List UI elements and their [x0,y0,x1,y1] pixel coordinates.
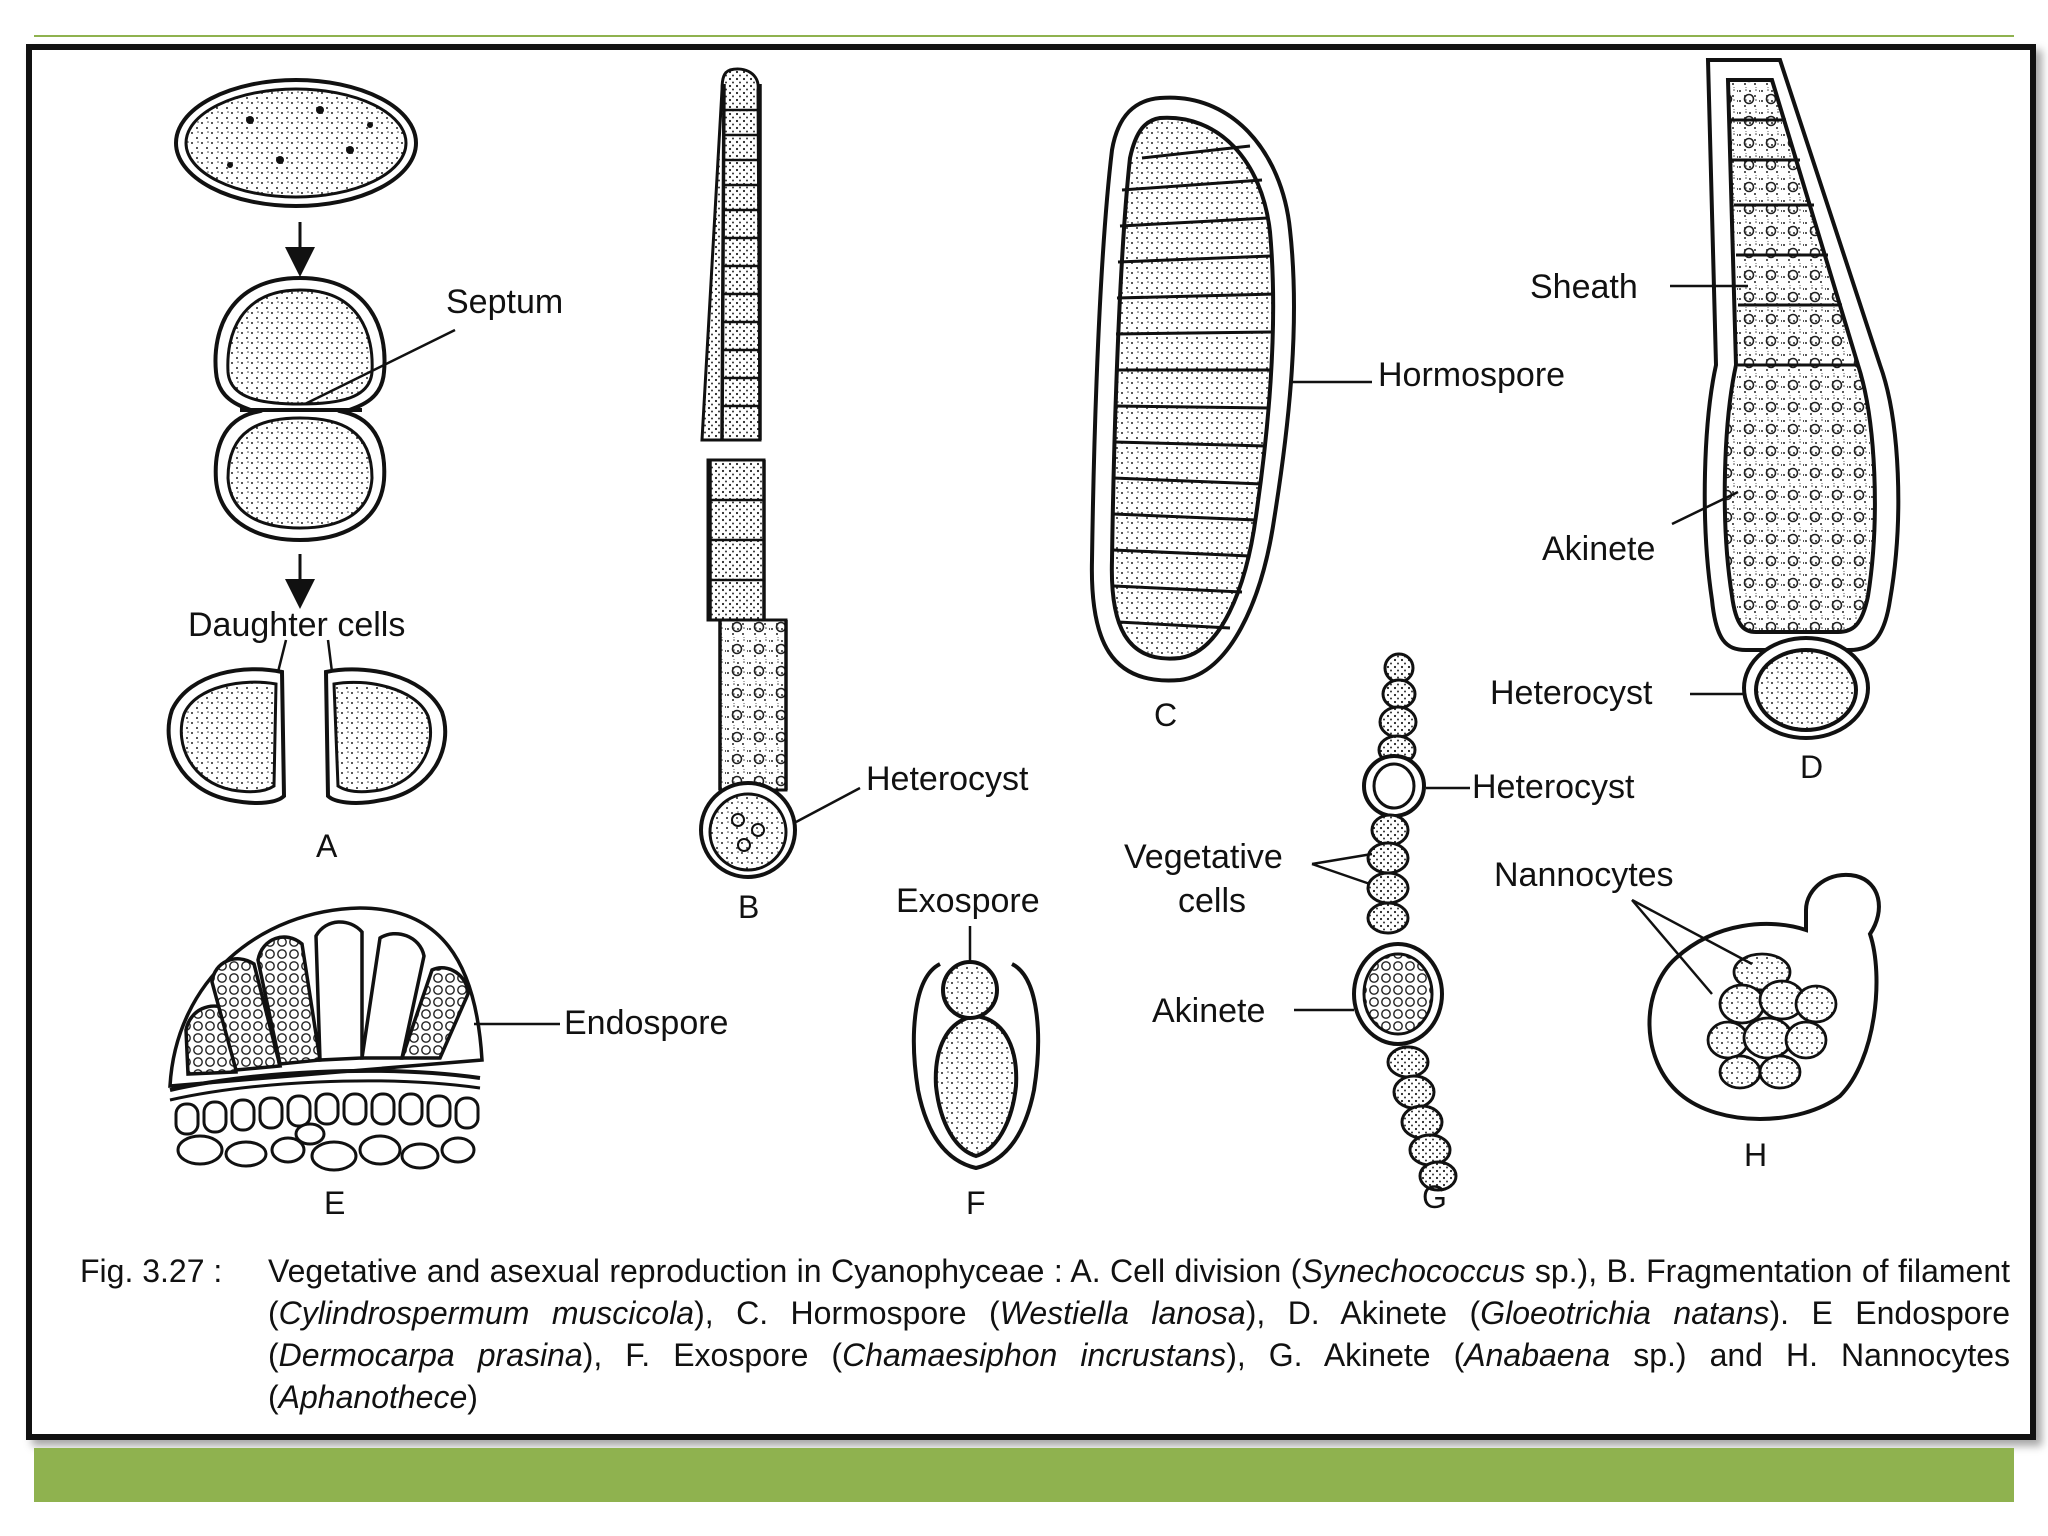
caption-part: sp.) and H. Nannocytes ( [268,1337,2011,1415]
caption-part: ), C. Hormospore ( [694,1295,1000,1331]
letter-h: H [1744,1137,1767,1173]
label-akinete-d: Akinete [1542,530,1655,568]
top-accent-rule [34,35,2014,37]
diagram-d-akinete [1670,58,1901,740]
letter-d: D [1800,749,1823,785]
letter-c: C [1154,697,1177,733]
label-endospore: Endospore [564,1004,728,1042]
caption-species: Synechococcus [1301,1253,1526,1289]
diagram-a-cell-division [166,78,456,805]
label-sheath: Sheath [1530,268,1638,306]
label-nannocytes: Nannocytes [1494,856,1674,894]
caption-species: Anabaena [1464,1337,1611,1373]
diagram-h-nannocytes [1631,872,1881,1121]
caption-species: Aphanothece [278,1379,468,1415]
caption-text: Vegetative and asexual reproduction in C… [268,1250,2010,1418]
label-cells: cells [1178,882,1246,920]
letter-e: E [324,1185,345,1221]
label-hormospore: Hormospore [1378,356,1565,394]
letter-a: A [316,828,338,864]
label-heterocyst-d: Heterocyst [1490,674,1653,712]
caption-species: Dermocarpa prasina [278,1337,583,1373]
label-akinete-g: Akinete [1152,992,1265,1030]
caption-part: ) [467,1379,478,1415]
label-septum: Septum [446,283,563,321]
caption-part: ), G. Akinete ( [1226,1337,1465,1373]
diagram-c-hormospore [1089,95,1372,683]
caption-part: Vegetative and asexual reproduction in C… [268,1253,1302,1289]
label-vegetative: Vegetative [1124,838,1283,876]
diagram-f-exospore [911,926,1041,1171]
label-daughter-cells: Daughter cells [188,606,405,644]
caption-part: sp.), B. Fragmentation of filament ( [268,1253,2011,1331]
diagram-b-filament [699,67,861,879]
letter-g: G [1422,1179,1447,1215]
figure-caption: Fig. 3.27 : Vegetative and asexual repro… [80,1250,2010,1418]
caption-figure-number: Fig. 3.27 : [80,1253,223,1289]
caption-part: ). E Endospore ( [268,1295,2011,1373]
caption-species: Gloeotrichia natans [1480,1295,1770,1331]
letter-f: F [966,1185,986,1221]
caption-species: Westiella lanosa [999,1295,1246,1331]
diagram-g-anabaena [1294,652,1470,1192]
caption-part: ), F. Exospore ( [582,1337,843,1373]
letter-b: B [738,889,759,925]
caption-species: Chamaesiphon incrustans [842,1337,1227,1373]
caption-part: ), D. Akinete ( [1245,1295,1481,1331]
caption-species: Cylindrospermum muscicola [278,1295,695,1331]
label-heterocyst-g: Heterocyst [1472,768,1635,806]
bottom-accent-band [34,1448,2014,1502]
diagram-e-endospore [168,906,560,1172]
label-heterocyst-b: Heterocyst [866,760,1029,798]
label-exospore: Exospore [896,882,1040,920]
